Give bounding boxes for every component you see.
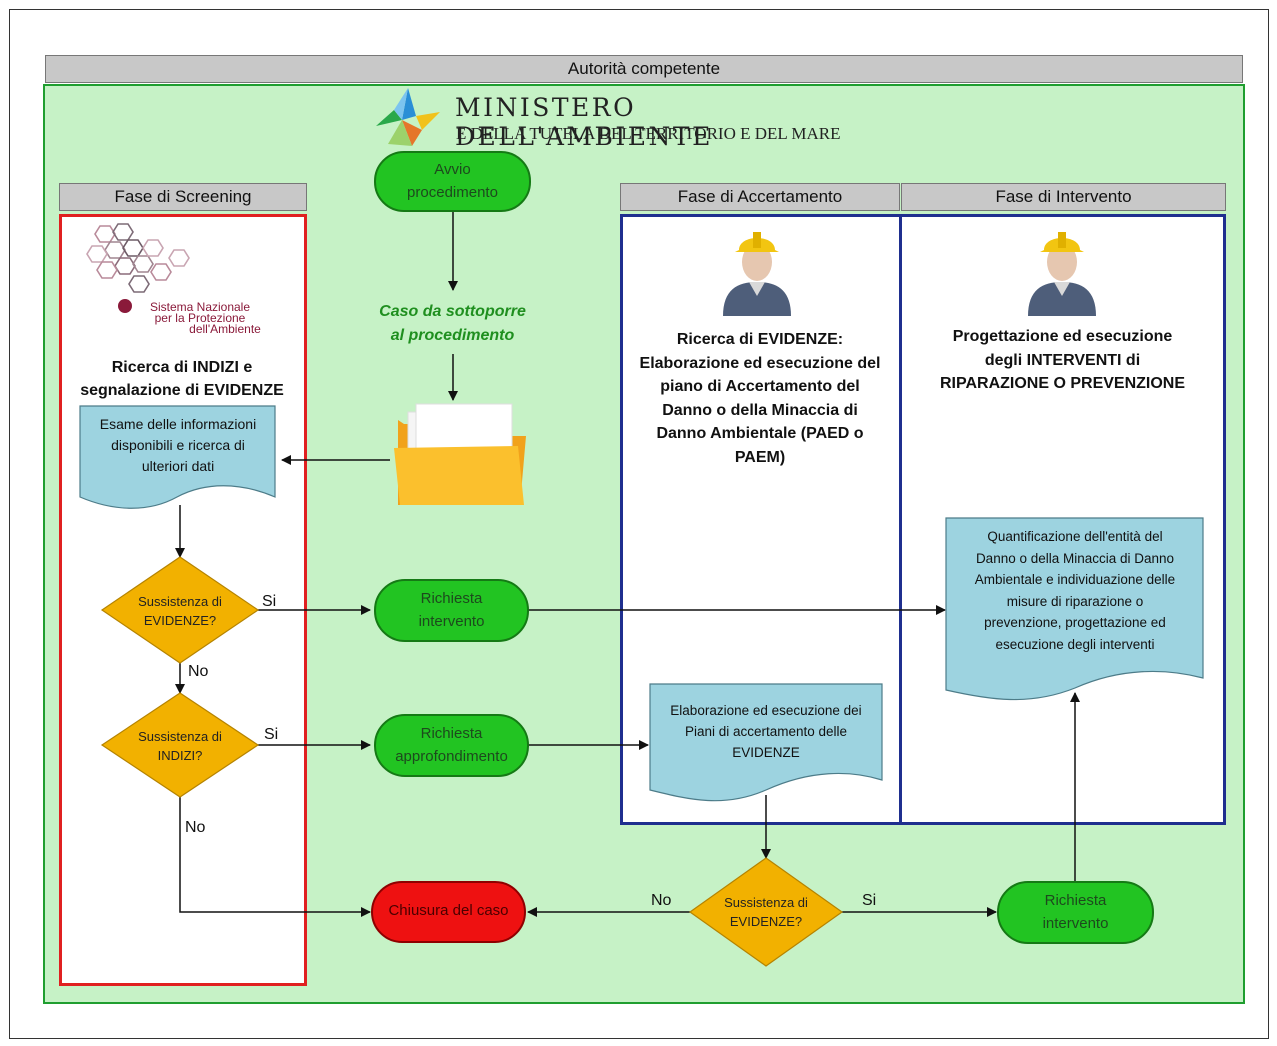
- richiesta-approf-line-1: Richiesta: [420, 725, 483, 742]
- accertamento-title-line-3: piano di Accertamento del: [660, 378, 860, 395]
- edge-label-no-1: No: [188, 663, 209, 680]
- esame-line-1: Esame delle informazioni: [99, 416, 257, 432]
- decision-evidenze-2: [688, 857, 844, 967]
- dec-evidenze2-line-2: EVIDENZE?: [729, 914, 803, 929]
- elaborazione-line-2: Piani di accertamento delle: [684, 724, 848, 739]
- intervento-title-line-2: degli INTERVENTI di: [984, 351, 1141, 369]
- screening-title: Ricerca di INDIZI e segnalazione di EVID…: [62, 356, 302, 402]
- esame-document: [79, 405, 276, 509]
- edge-label-si-1: Si: [262, 593, 277, 610]
- richiesta-intervento2-line-2: intervento: [1042, 915, 1109, 932]
- decision-indizi: [100, 692, 260, 798]
- worker-icon: [1028, 232, 1096, 316]
- snpa-hexagon-logo: [86, 223, 190, 293]
- richiesta-intervento-line-1: Richiesta: [420, 590, 483, 607]
- decision-evidenze-label: Sussistenza di EVIDENZE?: [118, 592, 242, 630]
- richiesta-approf-label: Richiesta approfondimento: [375, 722, 528, 768]
- avvio-label: Avvio procedimento: [375, 158, 530, 204]
- caso-line-2: al procedimento: [390, 327, 515, 344]
- quantificazione-label: Quantificazione dell'entità del Danno o …: [948, 526, 1202, 655]
- esame-line-2: disponibili e ricerca di: [111, 437, 245, 453]
- richiesta-approf-terminal: [374, 714, 529, 777]
- lane-header-intervento: Fase di Intervento: [901, 183, 1226, 211]
- accertamento-title-line-6: PAEM): [734, 448, 786, 466]
- dec-evidenze2-line-1: Sussistenza di: [724, 895, 808, 910]
- elaborazione-line-1: Elaborazione ed esecuzione dei: [670, 703, 862, 718]
- decision-evidenze: [100, 556, 260, 664]
- dec-evidenze-line-1: Sussistenza di: [138, 594, 222, 609]
- richiesta-intervento-2-label: Richiesta intervento: [998, 889, 1153, 935]
- accertamento-title-line-1: Ricerca di EVIDENZE:: [676, 331, 844, 348]
- snpa-line-1: Sistema Nazionale: [149, 300, 251, 314]
- richiesta-intervento-line-2: intervento: [418, 613, 485, 630]
- ministry-subtitle: E DELLA TUTELA DEL TERRITORIO E DEL MARE: [456, 124, 841, 143]
- intervento-title-line-1: Progettazione ed esecuzione: [952, 328, 1173, 345]
- edge-label-si-3: Si: [862, 892, 877, 909]
- snpa-line-2: per la Protezione: [154, 311, 246, 325]
- edge-label-no-2: No: [185, 819, 206, 836]
- accertamento-title: Ricerca di EVIDENZE: Elaborazione ed ese…: [625, 328, 895, 469]
- quantificazione-line-1: Quantificazione dell'entità del: [987, 529, 1163, 544]
- authority-header: Autorità competente: [45, 55, 1243, 83]
- snpa-s-mark: [118, 299, 132, 313]
- richiesta-intervento-label: Richiesta intervento: [375, 587, 528, 633]
- accertamento-title-line-4: Danno o della Minaccia di: [662, 401, 858, 419]
- screening-title-line-1: Ricerca di INDIZI e: [111, 359, 253, 376]
- chiusura-terminal: [371, 881, 526, 943]
- elaborazione-line-3: EVIDENZE: [732, 745, 800, 760]
- richiesta-intervento-terminal-2: [997, 881, 1154, 944]
- decision-indizi-label: Sussistenza di INDIZI?: [118, 727, 242, 765]
- edge-indizi-chiusura: [179, 797, 371, 917]
- dec-indizi-line-2: INDIZI?: [157, 748, 203, 763]
- accertamento-title-line-2: Elaborazione ed esecuzione del: [639, 354, 881, 372]
- intervento-title-line-3: RIPARAZIONE O PREVENZIONE: [939, 375, 1186, 392]
- quantificazione-line-3: Ambientale e individuazione delle: [974, 572, 1176, 587]
- ministry-name: MINISTERO DELL'AMBIENTE: [455, 93, 713, 151]
- avvio-terminal: [374, 151, 531, 212]
- esame-line-3: ulteriori dati: [141, 458, 215, 474]
- esame-label: Esame delle informazioni disponibili e r…: [82, 414, 274, 477]
- ministry-star-logo: [376, 88, 440, 146]
- quantificazione-line-2: Danno o della Minaccia di Danno: [975, 550, 1175, 566]
- quantificazione-line-4: misure di riparazione o: [1006, 593, 1144, 609]
- richiesta-intervento-terminal: [374, 579, 529, 642]
- worker-icon: [723, 232, 791, 316]
- quantificazione-line-5: prevenzione, progettazione ed: [984, 615, 1166, 630]
- snpa-name: Sistema Nazionale per la Protezione dell…: [120, 300, 280, 336]
- folder-icon: [394, 403, 526, 505]
- screening-title-line-2: segnalazione di EVIDENZE: [80, 382, 284, 399]
- snpa-line-3: dell'Ambiente: [189, 322, 261, 336]
- dec-evidenze-line-2: EVIDENZE?: [143, 613, 217, 628]
- lane-header-screening: Fase di Screening: [59, 183, 307, 211]
- decision-evidenze-2-label: Sussistenza di EVIDENZE?: [704, 893, 828, 931]
- dec-indizi-line-1: Sussistenza di: [138, 729, 222, 744]
- quantificazione-line-6: esecuzione degli interventi: [995, 636, 1155, 652]
- caso-label: Caso da sottoporre al procedimento: [350, 300, 555, 348]
- richiesta-approf-line-2: approfondimento: [395, 748, 508, 765]
- chiusura-label: Chiusura del caso: [388, 902, 509, 919]
- quantificazione-document: [945, 517, 1204, 701]
- avvio-line-1: Avvio: [434, 161, 471, 178]
- elaborazione-label: Elaborazione ed esecuzione dei Piani di …: [650, 700, 882, 763]
- lane-header-accertamento: Fase di Accertamento: [620, 183, 900, 211]
- edge-label-no-3: No: [651, 892, 672, 909]
- elaborazione-document: [649, 683, 883, 802]
- intervento-title: Progettazione ed esecuzione degli INTERV…: [910, 325, 1215, 396]
- richiesta-intervento2-line-1: Richiesta: [1044, 892, 1107, 909]
- accertamento-title-line-5: Danno Ambientale (PAED o: [656, 425, 864, 442]
- avvio-line-2: procedimento: [407, 184, 498, 201]
- edge-label-si-2: Si: [264, 726, 279, 743]
- caso-line-1: Caso da sottoporre: [379, 303, 526, 320]
